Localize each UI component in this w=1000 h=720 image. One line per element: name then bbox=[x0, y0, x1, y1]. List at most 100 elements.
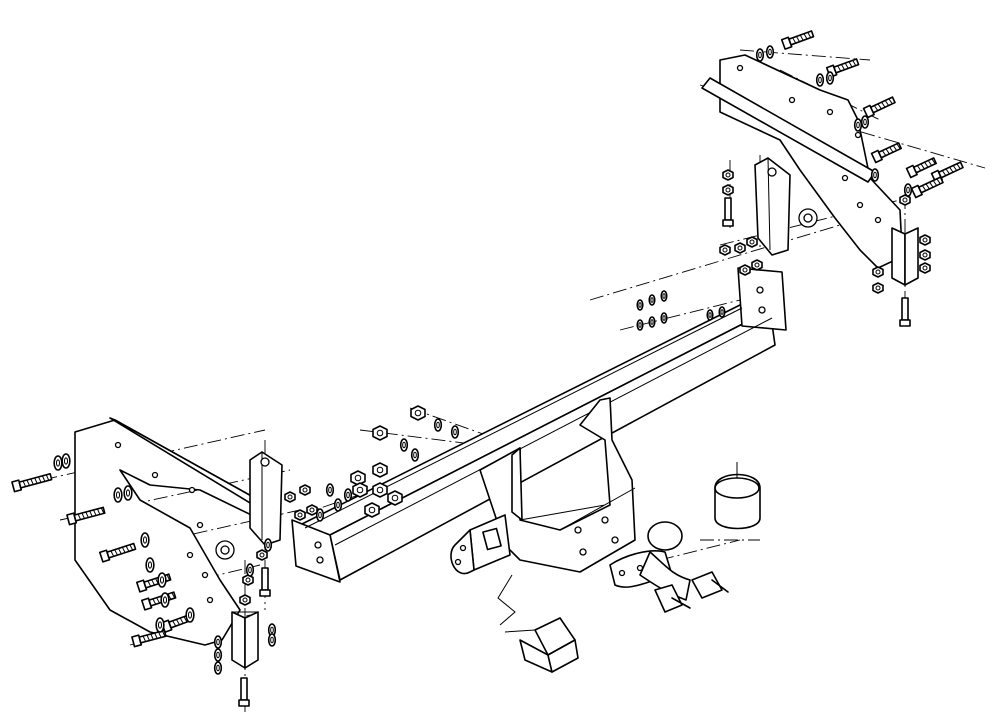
nut bbox=[242, 574, 254, 586]
washer bbox=[213, 661, 223, 675]
nut bbox=[722, 169, 734, 181]
washer bbox=[315, 508, 325, 522]
washer-hole bbox=[328, 486, 332, 494]
nut bbox=[387, 490, 403, 506]
nut bbox=[919, 234, 931, 246]
washer-hole bbox=[159, 576, 165, 584]
washer-hole bbox=[650, 297, 654, 303]
vertical-bolt-head bbox=[722, 219, 734, 227]
washer bbox=[267, 633, 277, 647]
washer bbox=[433, 418, 443, 432]
nut bbox=[722, 184, 734, 196]
nut-hole bbox=[722, 247, 728, 253]
washer bbox=[636, 319, 644, 331]
nut-hole bbox=[376, 466, 384, 474]
nut-hole bbox=[742, 267, 748, 273]
washer bbox=[140, 532, 150, 548]
washer bbox=[155, 617, 165, 633]
washer bbox=[185, 607, 195, 623]
washer-hole bbox=[402, 441, 406, 449]
vertical-bolt bbox=[240, 677, 248, 701]
washer-hole bbox=[162, 596, 168, 604]
washer-hole bbox=[638, 302, 642, 308]
washer-hole bbox=[662, 315, 666, 321]
main-crossbar bbox=[291, 267, 787, 583]
nut-hole bbox=[875, 285, 881, 291]
washer bbox=[636, 299, 644, 311]
washer bbox=[160, 592, 170, 608]
bolt bbox=[98, 542, 137, 563]
washer bbox=[450, 425, 460, 439]
bolt bbox=[131, 629, 167, 648]
bolt bbox=[930, 161, 964, 184]
nut-hole bbox=[354, 474, 362, 482]
tow-ball bbox=[609, 521, 691, 601]
washer bbox=[853, 118, 863, 132]
bolt bbox=[862, 96, 896, 119]
washer-hole bbox=[828, 74, 832, 82]
washer bbox=[870, 168, 880, 182]
bolt bbox=[870, 142, 903, 164]
washer bbox=[145, 557, 155, 573]
nut bbox=[284, 491, 296, 503]
nut-hole bbox=[922, 265, 928, 271]
washer-hole bbox=[125, 489, 131, 497]
vertical-bolt bbox=[901, 297, 909, 321]
washer bbox=[399, 438, 409, 452]
washer-hole bbox=[863, 118, 867, 126]
nut-hole bbox=[922, 252, 928, 258]
nut-hole bbox=[259, 552, 265, 558]
vertical-bolt bbox=[261, 567, 269, 591]
washer bbox=[648, 294, 656, 306]
nut-hole bbox=[245, 577, 251, 583]
nut bbox=[364, 502, 380, 518]
bolt bbox=[780, 30, 815, 50]
nut bbox=[410, 405, 426, 421]
washer bbox=[343, 488, 353, 502]
nut bbox=[350, 470, 366, 486]
washer-hole bbox=[906, 186, 910, 194]
nut bbox=[239, 594, 251, 606]
washer-hole bbox=[270, 636, 274, 644]
nut bbox=[739, 264, 751, 276]
nut bbox=[306, 504, 318, 516]
washer-hole bbox=[270, 626, 274, 634]
washer-hole bbox=[413, 451, 417, 459]
washer-hole bbox=[266, 541, 270, 549]
washer-hole bbox=[873, 171, 877, 179]
nut bbox=[746, 236, 758, 248]
nut bbox=[751, 259, 763, 271]
nut-hole bbox=[414, 409, 422, 417]
washer bbox=[903, 183, 913, 197]
nut-hole bbox=[391, 494, 399, 502]
washer-hole bbox=[318, 511, 322, 519]
washer-hole bbox=[216, 638, 220, 646]
nut-hole bbox=[725, 187, 731, 193]
washer bbox=[660, 290, 668, 302]
nut bbox=[372, 425, 388, 441]
nut-hole bbox=[749, 239, 755, 245]
nut bbox=[299, 484, 311, 496]
right-lower-strap bbox=[891, 227, 919, 286]
right-support-bracket bbox=[754, 157, 791, 256]
nut bbox=[899, 194, 911, 206]
left-support-bracket bbox=[249, 451, 283, 546]
washer bbox=[825, 71, 835, 85]
washer bbox=[765, 45, 775, 59]
washer-hole bbox=[856, 121, 860, 129]
washer-hole bbox=[216, 664, 220, 672]
towball-bolts bbox=[654, 571, 729, 613]
ball-cover-cap bbox=[714, 462, 761, 530]
bolt bbox=[11, 473, 53, 493]
washer-hole bbox=[142, 536, 148, 544]
washer bbox=[860, 115, 870, 129]
washer bbox=[325, 483, 335, 497]
nut bbox=[734, 242, 746, 254]
washer-hole bbox=[758, 51, 762, 59]
nut-hole bbox=[725, 172, 731, 178]
washer-hole bbox=[818, 76, 822, 84]
vertical-bolt-head bbox=[899, 319, 911, 327]
washer bbox=[213, 648, 223, 662]
